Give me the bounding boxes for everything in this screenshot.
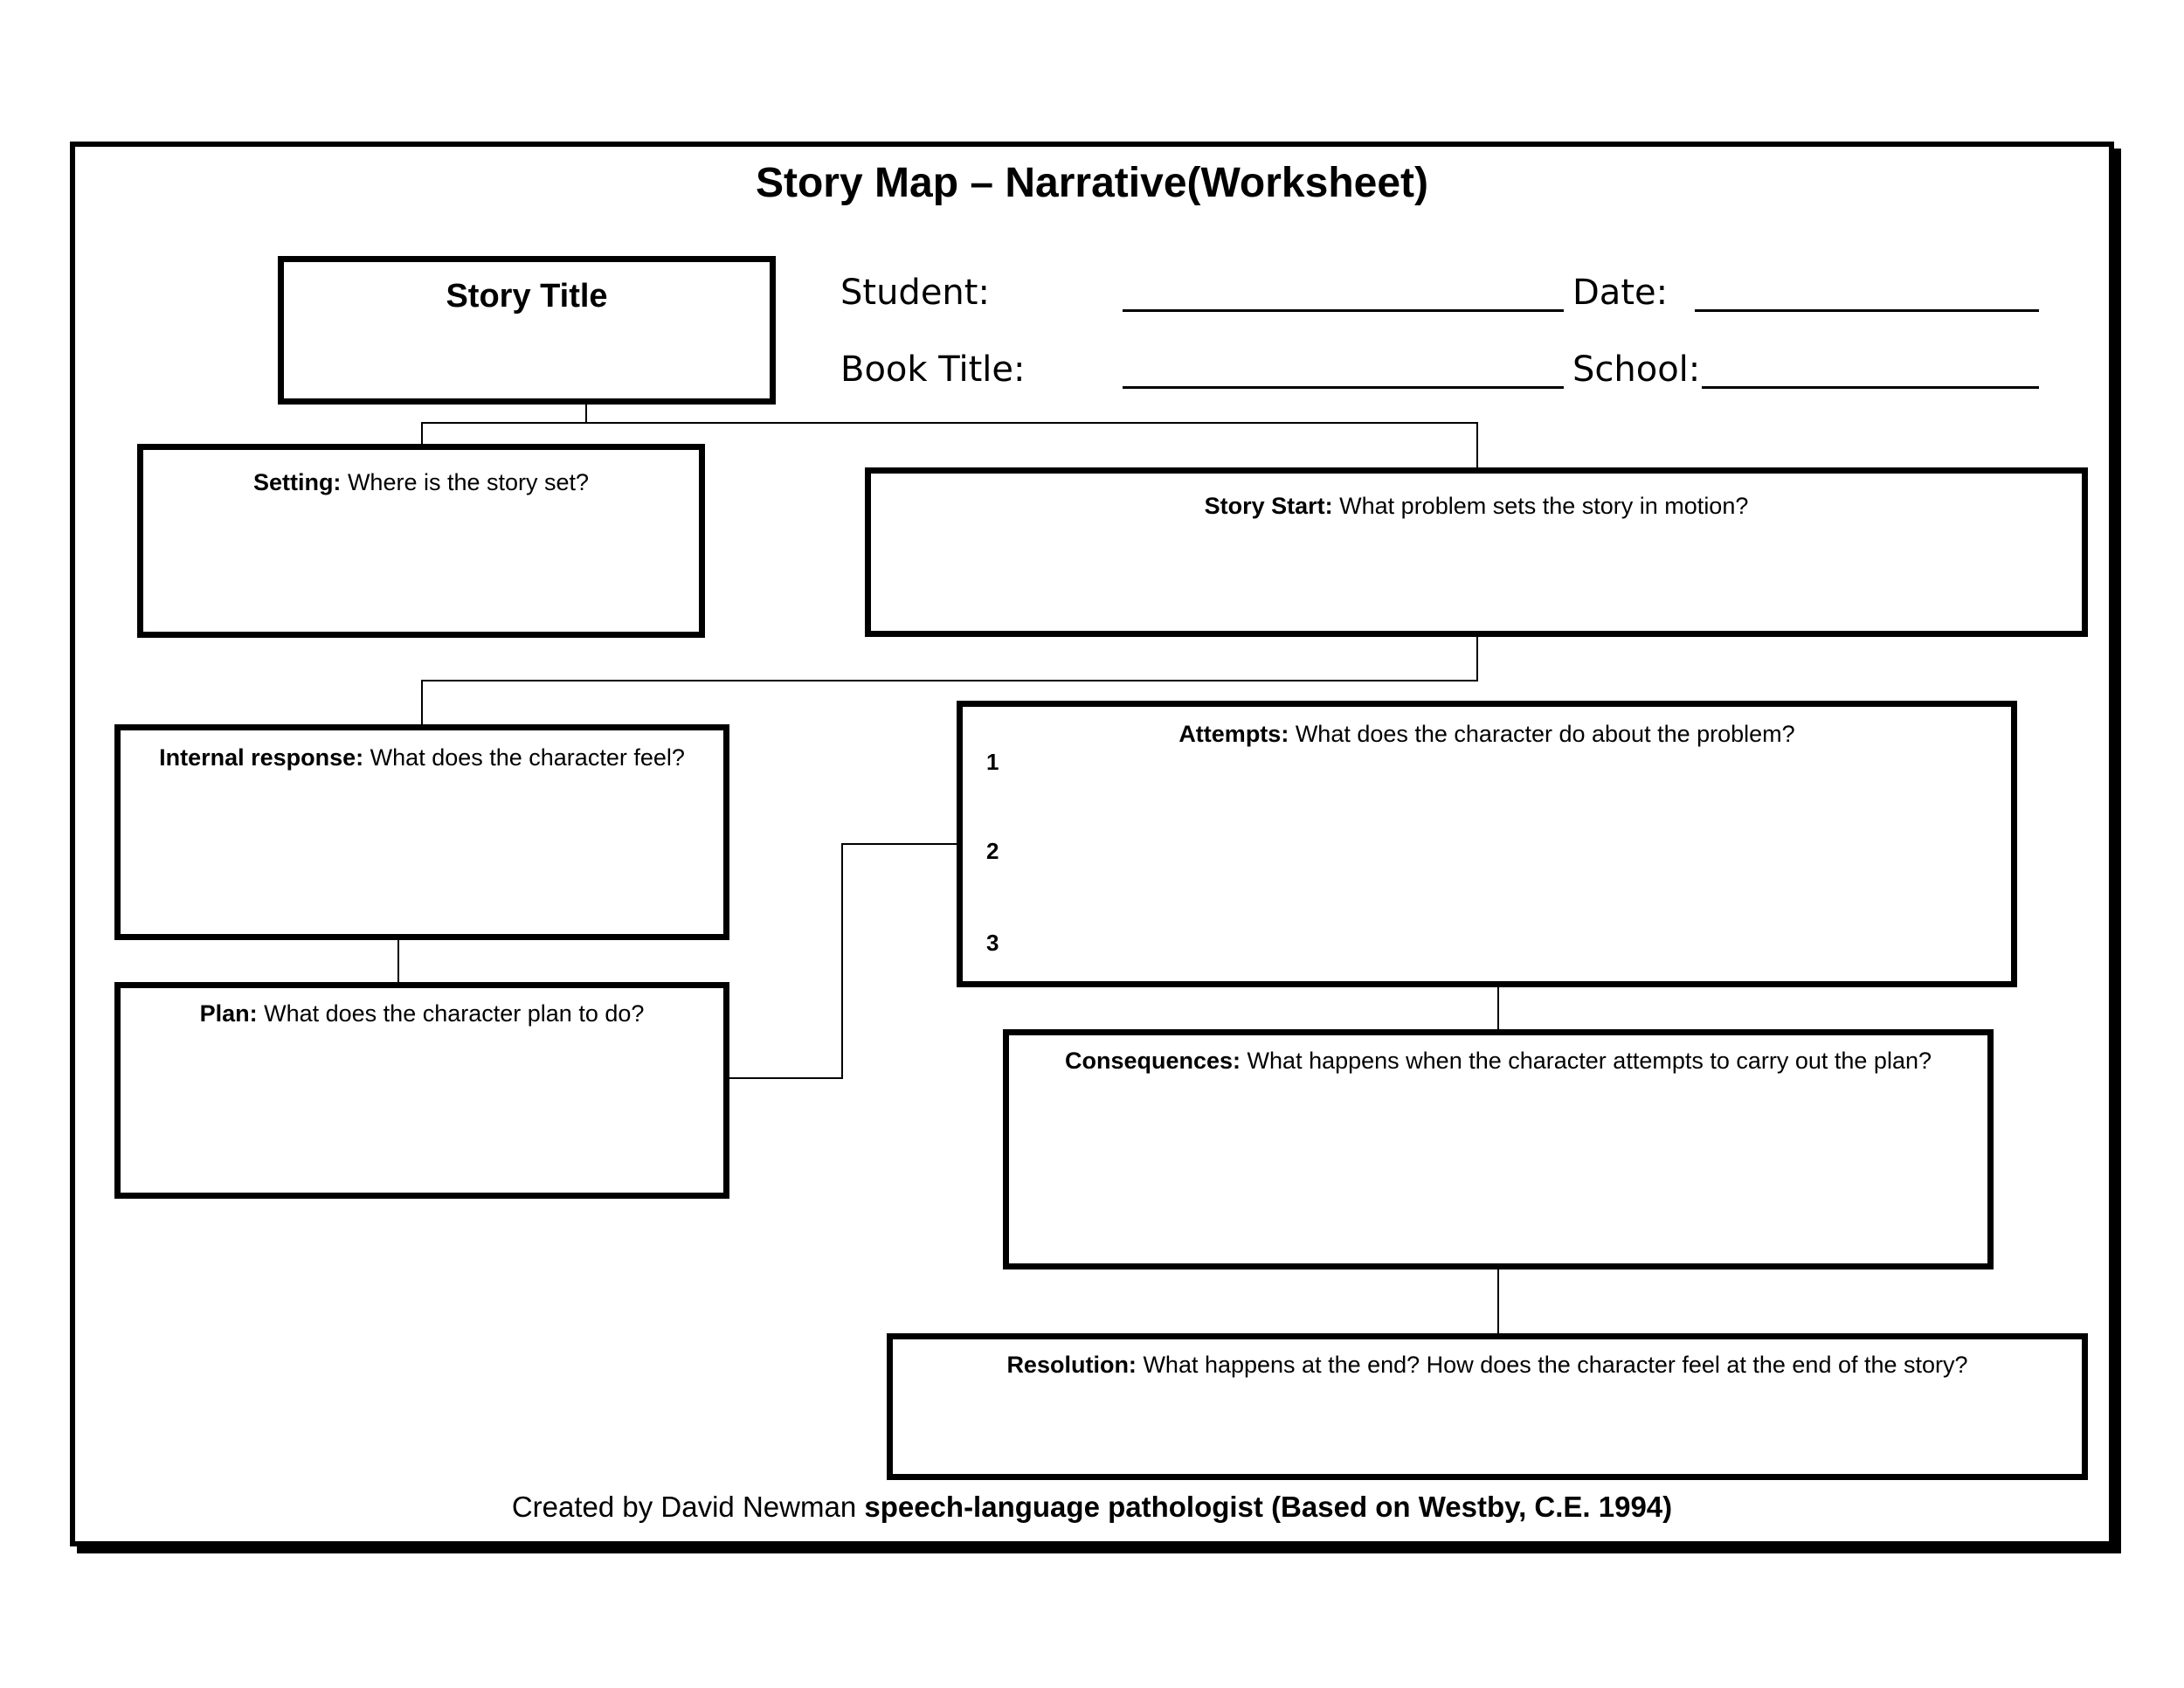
internal-response-box[interactable]: Internal response: What does the charact…: [114, 724, 729, 940]
plan-label: Plan:: [199, 1000, 258, 1027]
connector: [841, 843, 843, 1079]
connector: [397, 940, 399, 985]
attempt-number: 2: [986, 838, 999, 864]
internal-response-label: Internal response:: [159, 744, 364, 771]
worksheet-title: Story Map – Narrative(Worksheet): [755, 160, 1428, 206]
connector: [421, 422, 423, 446]
resolution-label: Resolution:: [1006, 1352, 1137, 1378]
internal-response-heading: Internal response: What does the charact…: [121, 744, 723, 771]
setting-box[interactable]: Setting: Where is the story set?: [137, 444, 705, 638]
story-start-label: Story Start:: [1204, 493, 1333, 519]
footer-attribution: speech-language pathologist (Based on We…: [864, 1491, 1673, 1523]
school-label: School:: [1572, 349, 1701, 390]
story-start-box[interactable]: Story Start: What problem sets the story…: [865, 467, 2088, 637]
resolution-box[interactable]: Resolution: What happens at the end? How…: [887, 1333, 2088, 1480]
setting-heading: Setting: Where is the story set?: [143, 469, 699, 496]
consequences-label: Consequences:: [1064, 1048, 1241, 1074]
attempts-label: Attempts:: [1178, 721, 1289, 747]
setting-label: Setting:: [252, 469, 342, 495]
book-title-label: Book Title:: [840, 349, 1026, 390]
connector: [1497, 987, 1499, 1031]
attempts-prompt: What does the character do about the pro…: [1289, 721, 1795, 747]
connector: [421, 422, 1478, 424]
school-field[interactable]: [1702, 386, 2039, 389]
connector: [841, 843, 959, 845]
book-title-field[interactable]: [1123, 386, 1564, 389]
resolution-heading: Resolution: What happens at the end? How…: [893, 1352, 2082, 1379]
setting-prompt: Where is the story set?: [341, 469, 590, 495]
date-label: Date:: [1572, 273, 1669, 313]
student-label: Student:: [840, 273, 990, 313]
footer-author: Created by David Newman: [511, 1491, 865, 1523]
story-title-box[interactable]: Story Title: [278, 256, 776, 405]
consequences-prompt: What happens when the character attempts…: [1241, 1048, 1932, 1074]
internal-response-prompt: What does the character feel?: [363, 744, 685, 771]
plan-box[interactable]: Plan: What does the character plan to do…: [114, 982, 729, 1199]
student-field[interactable]: [1123, 309, 1564, 312]
connector: [1476, 637, 1478, 681]
attempt-number: 1: [986, 749, 999, 775]
consequences-heading: Consequences: What happens when the char…: [1009, 1048, 1987, 1075]
connector: [1497, 1269, 1499, 1336]
connector: [585, 405, 587, 422]
consequences-box[interactable]: Consequences: What happens when the char…: [1003, 1029, 1994, 1269]
footer-credit: Created by David Newman speech-language …: [0, 1491, 2184, 1524]
connector: [421, 680, 1478, 681]
plan-heading: Plan: What does the character plan to do…: [121, 1000, 723, 1027]
plan-prompt: What does the character plan to do?: [257, 1000, 645, 1027]
resolution-prompt: What happens at the end? How does the ch…: [1136, 1352, 1968, 1378]
connector: [729, 1077, 843, 1079]
story-start-heading: Story Start: What problem sets the story…: [871, 493, 2082, 520]
attempts-box[interactable]: Attempts: What does the character do abo…: [957, 701, 2017, 987]
date-field[interactable]: [1695, 309, 2039, 312]
connector: [421, 680, 423, 725]
story-start-prompt: What problem sets the story in motion?: [1332, 493, 1749, 519]
attempt-number: 3: [986, 930, 999, 956]
attempts-heading: Attempts: What does the character do abo…: [963, 721, 2011, 748]
connector: [1476, 422, 1478, 467]
story-title-label: Story Title: [446, 278, 608, 315]
